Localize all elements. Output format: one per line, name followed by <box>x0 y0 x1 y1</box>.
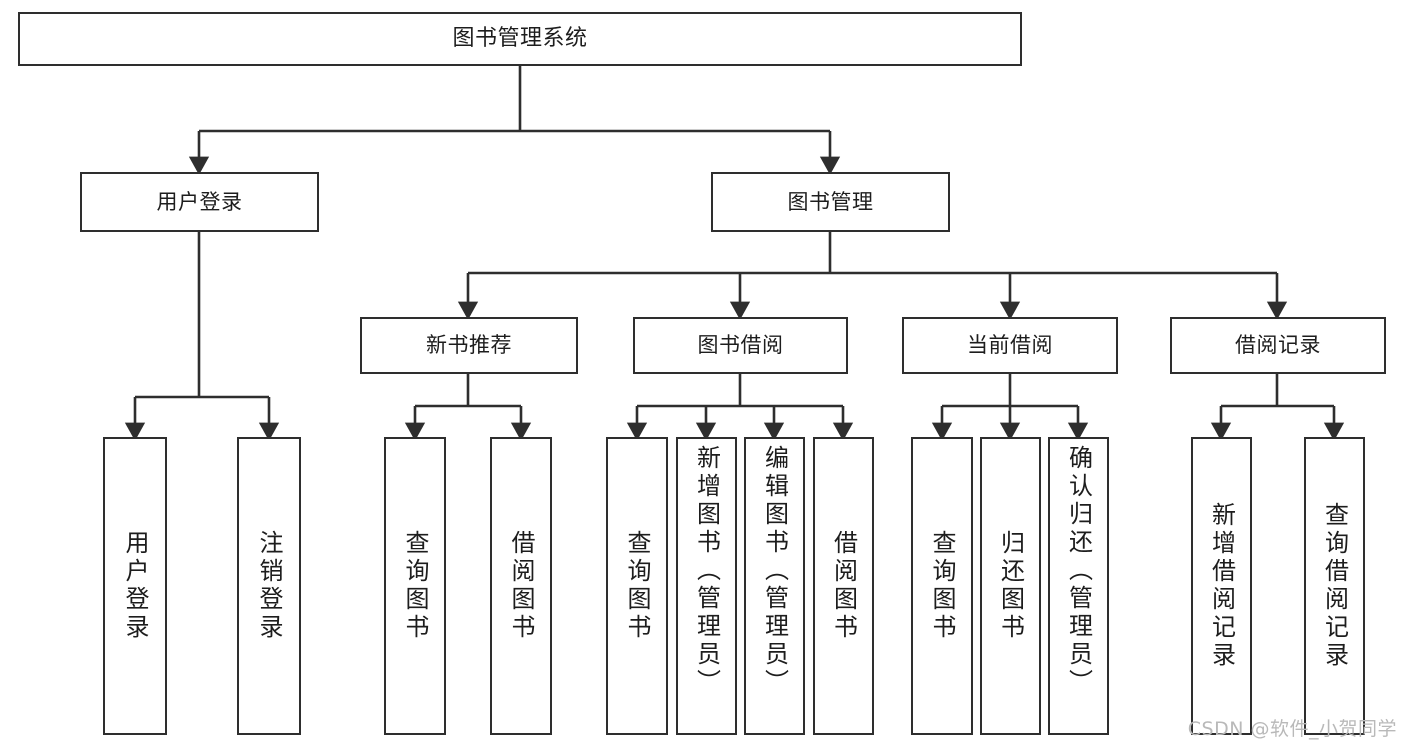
node-book-manage-label: 图书管理 <box>787 189 874 214</box>
node-leaf-query-book-2-label: 查询图书 <box>623 530 651 642</box>
node-new-book-recommend-label: 新书推荐 <box>426 333 512 358</box>
node-leaf-query-book-1-label: 查询图书 <box>401 530 429 642</box>
node-root-system-label: 图书管理系统 <box>452 26 588 52</box>
node-book-borrow[interactable]: 图书借阅 <box>633 317 848 374</box>
node-leaf-confirm-return-label: 确认归还（管理员） <box>1064 445 1093 697</box>
node-leaf-borrow-book-2-label: 借阅图书 <box>829 530 858 642</box>
node-leaf-add-book-label: 新增图书（管理员） <box>692 445 721 697</box>
node-leaf-query-book-1[interactable]: 查询图书 <box>384 437 446 735</box>
node-leaf-borrow-book-1[interactable]: 借阅图书 <box>490 437 552 735</box>
node-leaf-logout-label: 注销登录 <box>255 530 283 642</box>
node-book-manage[interactable]: 图书管理 <box>711 172 950 232</box>
node-leaf-query-book-2[interactable]: 查询图书 <box>606 437 668 735</box>
node-leaf-query-record-label: 查询借阅记录 <box>1320 502 1349 670</box>
node-leaf-logout[interactable]: 注销登录 <box>237 437 301 735</box>
node-current-borrow[interactable]: 当前借阅 <box>902 317 1118 374</box>
node-leaf-add-record-label: 新增借阅记录 <box>1207 502 1236 670</box>
node-root-system[interactable]: 图书管理系统 <box>18 12 1022 66</box>
node-leaf-borrow-book-1-label: 借阅图书 <box>507 530 535 642</box>
node-leaf-confirm-return[interactable]: 确认归还（管理员） <box>1048 437 1109 735</box>
node-leaf-query-book-3-label: 查询图书 <box>928 530 956 642</box>
node-leaf-borrow-book-2[interactable]: 借阅图书 <box>813 437 874 735</box>
node-leaf-add-record[interactable]: 新增借阅记录 <box>1191 437 1252 735</box>
node-leaf-query-record[interactable]: 查询借阅记录 <box>1304 437 1365 735</box>
node-borrow-record[interactable]: 借阅记录 <box>1170 317 1386 374</box>
csdn-watermark: CSDN @软件_小贺同学 <box>1187 718 1397 740</box>
node-user-login-label: 用户登录 <box>156 189 243 214</box>
node-current-borrow-label: 当前借阅 <box>967 333 1053 358</box>
node-leaf-edit-book[interactable]: 编辑图书（管理员） <box>744 437 805 735</box>
node-leaf-query-book-3[interactable]: 查询图书 <box>911 437 973 735</box>
node-borrow-record-label: 借阅记录 <box>1235 333 1321 358</box>
node-book-borrow-label: 图书借阅 <box>697 333 784 358</box>
node-leaf-edit-book-label: 编辑图书（管理员） <box>760 445 789 697</box>
node-leaf-return-book[interactable]: 归还图书 <box>980 437 1041 735</box>
node-leaf-return-book-label: 归还图书 <box>996 530 1025 642</box>
node-new-book-recommend[interactable]: 新书推荐 <box>360 317 578 374</box>
node-leaf-user-login[interactable]: 用户登录 <box>103 437 167 735</box>
node-user-login[interactable]: 用户登录 <box>80 172 319 232</box>
node-leaf-add-book[interactable]: 新增图书（管理员） <box>676 437 737 735</box>
node-leaf-user-login-label: 用户登录 <box>121 530 149 642</box>
